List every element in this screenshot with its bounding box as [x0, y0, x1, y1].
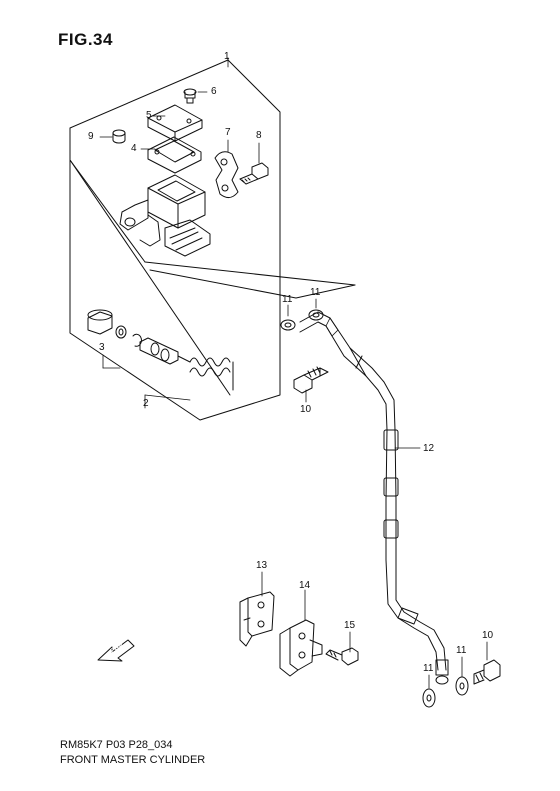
part-11-washer-upper-a: [280, 319, 296, 331]
part-11-washer-upper-b: [308, 309, 324, 321]
part-6-screw: [183, 88, 197, 104]
callout-1: 1: [224, 51, 230, 62]
part-15-bolt: [325, 647, 359, 666]
callout-13: 13: [256, 560, 268, 571]
part-3-cup: [87, 309, 142, 347]
callout-4: 4: [131, 143, 137, 154]
figure-caption: FRONT MASTER CYLINDER: [60, 754, 206, 766]
part-7-clamp: [214, 151, 239, 198]
callout-3: 3: [99, 342, 105, 353]
callout-6: 6: [211, 86, 217, 97]
callout-14: 14: [299, 580, 311, 591]
part-5-cap: [147, 104, 203, 142]
callout-11-upper-a: 11: [282, 294, 293, 305]
figure-title: FIG.34: [58, 30, 113, 49]
callout-11-lower-b: 11: [456, 645, 467, 656]
figure-code: RM85K7 P03 P28_034: [60, 739, 173, 751]
part-11-washer-lower-a: [422, 688, 436, 708]
part-10-banjo-bolt-upper: [293, 366, 329, 394]
callout-9: 9: [88, 131, 94, 142]
part-13-clamp: [239, 591, 275, 647]
callout-10-lower: 10: [482, 630, 494, 641]
callout-11-upper-b: 11: [310, 287, 321, 298]
callout-7: 7: [225, 127, 231, 138]
part-4-plate: [147, 136, 202, 174]
inset-lines: [69, 159, 356, 396]
callout-15: 15: [344, 620, 356, 631]
callout-8: 8: [256, 130, 262, 141]
callout-2: 2: [143, 398, 149, 409]
callout-12: 12: [423, 443, 435, 454]
assembly-outline: [69, 57, 281, 421]
master-cylinder-body: [119, 174, 211, 257]
part-11-washer-lower-b: [455, 676, 469, 696]
callout-5: 5: [146, 110, 152, 121]
part-9-bushing: [112, 129, 126, 144]
part-2-piston: [139, 337, 234, 391]
part-10-banjo-bolt-lower: [473, 659, 501, 685]
part-8-bolt: [239, 162, 269, 185]
part-12-brake-hose: [299, 311, 449, 685]
callout-11-lower-a: 11: [423, 663, 434, 674]
callout-10-upper: 10: [300, 404, 312, 415]
part-14-clamp: [279, 619, 323, 677]
fwd-arrow-icon: [97, 639, 135, 662]
